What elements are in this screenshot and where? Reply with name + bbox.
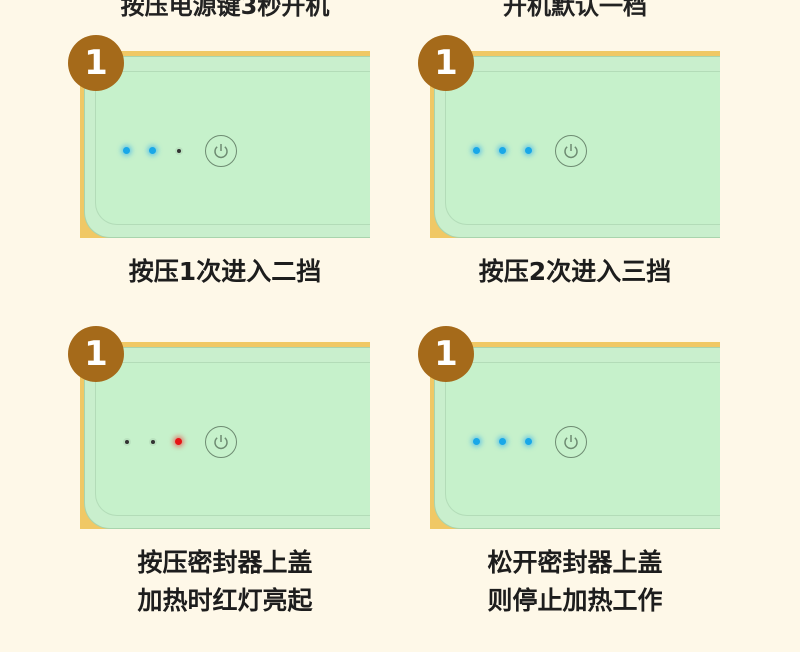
top-right-caption: 开机默认一档 <box>503 0 647 20</box>
sealer-body <box>84 56 370 238</box>
sealer-body <box>434 347 720 529</box>
indicator-light-1 <box>473 147 480 154</box>
sealer-body <box>434 56 720 238</box>
caption-line-1: 按压2次进入三挡 <box>478 257 672 286</box>
caption-line-1: 松开密封器上盖 <box>487 548 663 577</box>
caption-line-2: 加热时红灯亮起 <box>137 586 313 615</box>
caption-line-2: 则停止加热工作 <box>487 586 663 615</box>
sealer-body <box>84 347 370 529</box>
indicator-light-3 <box>525 438 532 445</box>
step-caption: 按压1次进入二挡 <box>80 253 370 291</box>
indicator-light-2 <box>499 438 506 445</box>
step-caption: 按压密封器上盖 加热时红灯亮起 <box>80 544 370 620</box>
step-caption: 松开密封器上盖 则停止加热工作 <box>430 544 720 620</box>
indicator-light-2 <box>150 439 155 444</box>
sealer-panel <box>445 362 720 516</box>
caption-line-1: 按压密封器上盖 <box>137 548 313 577</box>
top-left-caption: 按压电源键3秒开机 <box>120 0 330 20</box>
indicator-light-1 <box>124 439 129 444</box>
device-frame <box>80 342 370 529</box>
indicator-light-3 <box>175 438 182 445</box>
indicator-light-3 <box>176 148 181 153</box>
indicator-light-1 <box>473 438 480 445</box>
power-icon <box>205 135 237 167</box>
step-badge: 1 <box>68 326 124 382</box>
device-frame <box>80 51 370 238</box>
indicator-light-2 <box>149 147 156 154</box>
sealer-panel <box>95 362 370 516</box>
sealer-panel <box>445 71 720 225</box>
power-icon <box>555 426 587 458</box>
step-caption: 按压2次进入三挡 <box>430 253 720 291</box>
sealer-panel <box>95 71 370 225</box>
power-icon <box>555 135 587 167</box>
step-badge: 1 <box>418 326 474 382</box>
caption-line-1: 按压1次进入二挡 <box>128 257 322 286</box>
indicator-light-1 <box>123 147 130 154</box>
step-badge: 1 <box>68 35 124 91</box>
power-icon <box>205 426 237 458</box>
device-frame <box>430 342 720 529</box>
indicator-light-3 <box>525 147 532 154</box>
step-badge: 1 <box>418 35 474 91</box>
indicator-light-2 <box>499 147 506 154</box>
device-frame <box>430 51 720 238</box>
